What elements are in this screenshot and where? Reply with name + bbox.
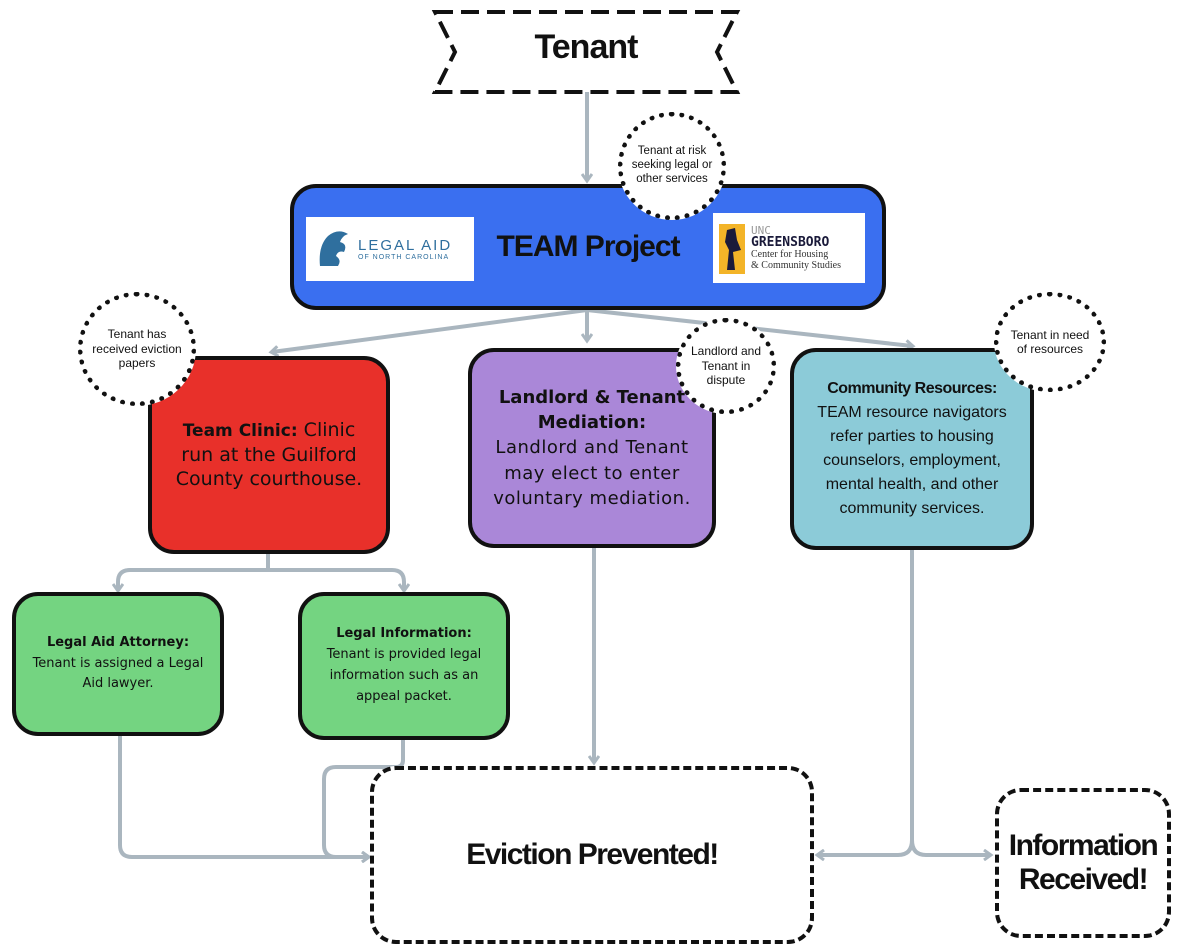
community-resources-box: Community Resources: TEAM resource navig…	[790, 348, 1034, 550]
legal-aid-attorney-title: Legal Aid Attorney:	[46, 634, 190, 650]
mediation-text: Landlord and Tenant may elect to enter v…	[493, 437, 691, 509]
legal-aid-attorney-text: Tenant is assigned a Legal Aid lawyer.	[32, 655, 204, 692]
legal-information-text: Tenant is provided legal information suc…	[326, 647, 482, 704]
community-studies-text: & Community Studies	[751, 259, 842, 271]
legal-aid-logo: LEGAL AID OF NORTH CAROLINA	[306, 217, 474, 281]
team-clinic-text: Clinic run at the Guilford County courth…	[175, 418, 363, 491]
bubble-resources: Tenant in need of resources	[994, 292, 1106, 392]
community-resources-text: TEAM resource navigators refer parties t…	[817, 404, 1007, 517]
mediation-box: Landlord & Tenant Mediation: Landlord an…	[468, 348, 716, 548]
arrow-attorney-to-prevented	[118, 735, 368, 857]
bubble-at-risk: Tenant at risk seeking legal or other se…	[618, 112, 726, 220]
information-received-line1: Information	[1008, 829, 1159, 862]
team-clinic-box: Team Clinic: Clinic run at the Guilford …	[148, 356, 390, 554]
eviction-prevented-box: Eviction Prevented!	[370, 766, 814, 944]
bubble-eviction-papers: Tenant has received eviction papers	[78, 292, 196, 406]
arrow-clinic-to-attorney	[118, 552, 270, 590]
center-text: Center for Housing	[751, 249, 829, 261]
legal-information-box: Legal Information: Tenant is provided le…	[298, 592, 510, 740]
information-received-line2: Received!	[1018, 863, 1149, 896]
arrow-team-to-clinic	[272, 308, 588, 352]
arrow-clinic-to-information	[266, 552, 404, 590]
bubble-dispute: Landlord and Tenant in dispute	[676, 318, 776, 414]
information-received-box: Information Received!	[995, 788, 1171, 938]
greensboro-text: GREENSBORO	[751, 235, 830, 251]
unc-greensboro-logo: UNC GREENSBORO Center for Housing & Comm…	[713, 213, 865, 283]
legal-aid-logo-subtext: OF NORTH CAROLINA	[358, 254, 450, 261]
legal-aid-attorney-box: Legal Aid Attorney: Tenant is assigned a…	[12, 592, 224, 736]
unc-text: UNC	[751, 223, 771, 237]
legal-information-title: Legal Information:	[336, 626, 472, 642]
eviction-prevented-label: Eviction Prevented!	[466, 838, 719, 871]
arrow-information-to-prevented	[322, 738, 405, 857]
legal-aid-logo-text: LEGAL AID	[358, 237, 453, 254]
team-clinic-title: Team Clinic:	[182, 420, 298, 441]
legal-aid-icon	[319, 231, 348, 266]
unc-seal-icon	[719, 224, 745, 274]
arrow-community-to-prevented	[818, 548, 914, 855]
mediation-title: Landlord & Tenant Mediation:	[498, 387, 686, 434]
team-project-label: TEAM Project	[496, 230, 680, 263]
arrow-community-to-received	[910, 839, 990, 855]
tenant-banner-shape	[431, 10, 741, 94]
tenant-label: Tenant	[534, 28, 639, 66]
community-resources-title: Community Resources:	[827, 380, 997, 397]
